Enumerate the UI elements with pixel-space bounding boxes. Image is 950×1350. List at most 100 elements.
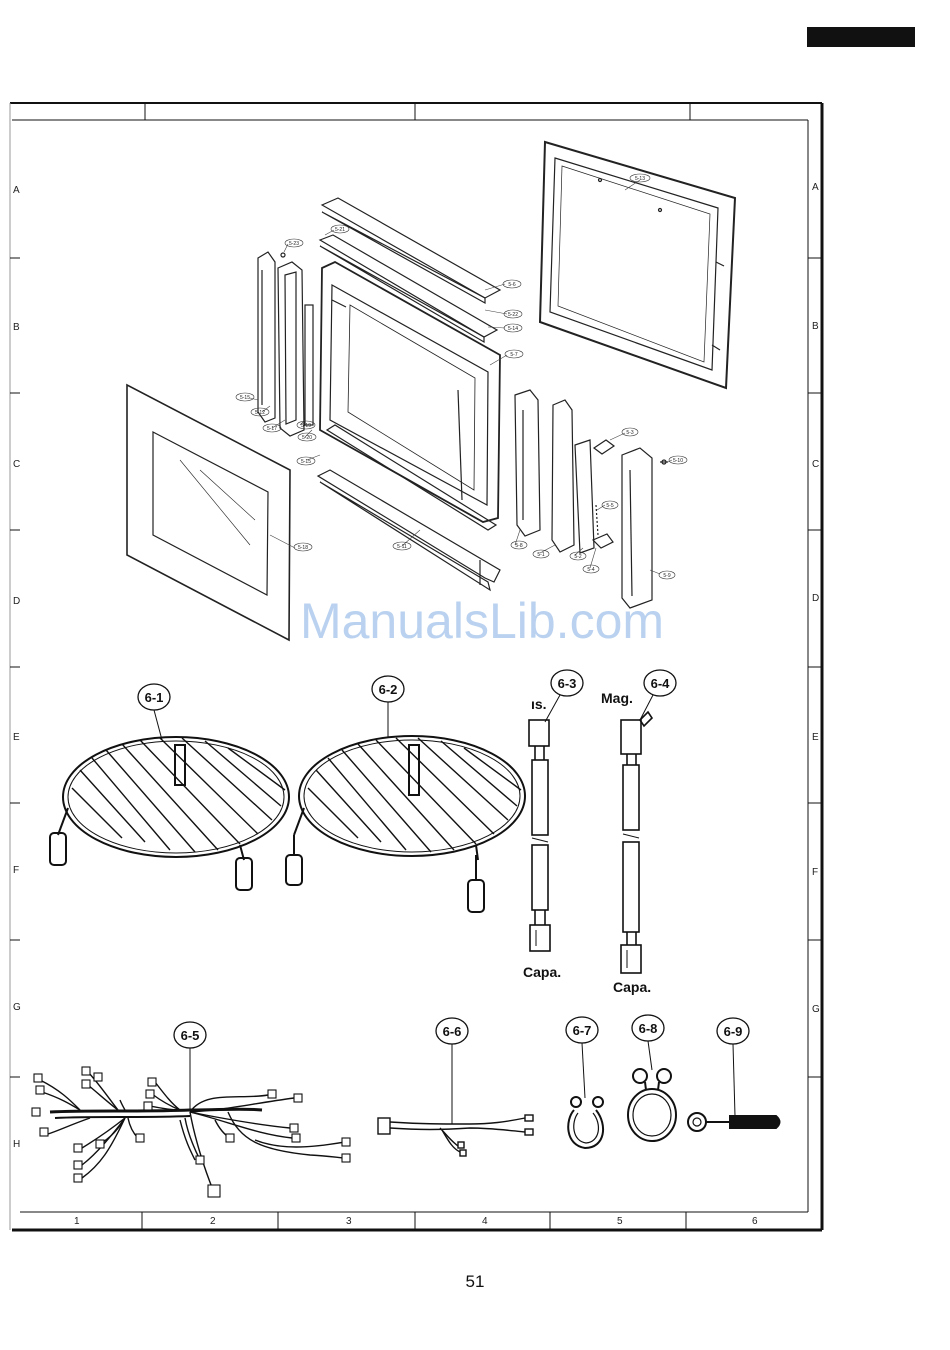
svg-text:6-1: 6-1 <box>145 690 164 705</box>
row-letter: D <box>812 593 819 604</box>
drawing-frame <box>10 103 822 1230</box>
callout-6-6: 6-6 <box>436 1018 468 1124</box>
callout: 5-17 <box>263 424 281 432</box>
svg-text:6-8: 6-8 <box>639 1021 658 1036</box>
svg-text:5-5: 5-5 <box>606 503 613 509</box>
callout: 5-13 <box>630 174 650 182</box>
section-tab <box>807 27 915 47</box>
svg-text:5-21: 5-21 <box>335 227 345 233</box>
svg-text:5-9: 5-9 <box>663 573 670 579</box>
svg-text:5-13: 5-13 <box>635 176 645 182</box>
svg-text:6-5: 6-5 <box>181 1028 200 1043</box>
callout-6-7: 6-7 <box>566 1017 598 1098</box>
right-latch-parts <box>515 390 668 608</box>
callout: 5-2 <box>570 552 586 560</box>
svg-text:5-6: 5-6 <box>508 282 515 288</box>
row-letter: C <box>13 459 20 470</box>
row-letter: B <box>13 322 20 333</box>
row-letter: F <box>13 865 19 876</box>
row-letter: G <box>812 1004 820 1015</box>
svg-text:6-7: 6-7 <box>573 1023 592 1038</box>
callout-6-3: 6-3 <box>545 670 583 722</box>
column-numbers: 1 2 3 4 5 6 <box>74 1216 758 1227</box>
svg-text:5-2: 5-2 <box>574 554 581 560</box>
callout-6-5: 6-5 <box>174 1022 206 1110</box>
svg-text:5-11: 5-11 <box>397 544 407 550</box>
door-glass-panel <box>127 385 290 640</box>
svg-text:6-3: 6-3 <box>558 676 577 691</box>
svg-text:5-10: 5-10 <box>673 458 683 464</box>
callout: 5-5 <box>602 501 618 509</box>
callout: 5-9 <box>659 571 675 579</box>
row-letter: C <box>812 459 819 470</box>
svg-text:5-4: 5-4 <box>587 567 594 573</box>
wire-lead-6-6 <box>378 1115 533 1156</box>
callout: 5-14 <box>504 324 522 332</box>
clamp-6-7 <box>568 1097 603 1148</box>
svg-text:6-2: 6-2 <box>379 682 398 697</box>
callout: 5-15 <box>297 457 315 465</box>
svg-text:5-12: 5-12 <box>255 410 265 416</box>
choke-strips <box>320 198 500 342</box>
callout-6-2: 6-2 <box>372 676 404 738</box>
svg-text:6-4: 6-4 <box>651 676 671 691</box>
row-letter: A <box>13 185 20 196</box>
wire-harness-6-5 <box>32 1067 350 1197</box>
left-hinge-parts <box>258 252 313 436</box>
callout: 5-23 <box>285 239 303 247</box>
row-letters-right: A B C D E F G <box>812 182 820 1015</box>
callout: 5-20 <box>298 433 316 441</box>
row-letter: E <box>812 732 819 743</box>
door-assembly <box>127 142 735 640</box>
row-letter: B <box>812 321 819 332</box>
callout: 5-21 <box>331 225 349 233</box>
row-letter: H <box>13 1139 20 1150</box>
callout: 5-3 <box>622 428 638 436</box>
callout: 5-8 <box>511 541 527 549</box>
fuse-label-top: Mag. <box>601 690 633 706</box>
svg-text:5-14: 5-14 <box>508 326 518 332</box>
svg-text:5-15: 5-15 <box>301 459 311 465</box>
row-letter: A <box>812 182 819 193</box>
callout: 5-15 <box>236 393 254 401</box>
rack-6-1 <box>50 737 289 890</box>
callout: 5-7 <box>505 350 523 358</box>
svg-text:5-23: 5-23 <box>289 241 299 247</box>
column-number: 5 <box>617 1216 623 1227</box>
row-letter: G <box>13 1002 21 1013</box>
svg-text:5-8: 5-8 <box>515 543 522 549</box>
svg-text:5-19: 5-19 <box>301 423 311 429</box>
row-letter: E <box>13 732 20 743</box>
callout: 5-4 <box>583 565 599 573</box>
row-letter: D <box>13 596 20 607</box>
fuse-label-top: ıs. <box>531 696 547 712</box>
column-number: 4 <box>482 1216 488 1227</box>
fuse-label-bottom: Capa. <box>613 979 651 995</box>
callout: 5-12 <box>251 408 269 416</box>
page-number: 51 <box>0 1272 950 1292</box>
svg-text:5-20: 5-20 <box>302 435 312 441</box>
svg-text:6-6: 6-6 <box>443 1024 462 1039</box>
column-number: 2 <box>210 1216 216 1227</box>
rack-6-2 <box>286 736 525 912</box>
svg-text:5-3: 5-3 <box>626 430 633 436</box>
terminal-6-9 <box>688 1113 780 1131</box>
fuse-label-bottom: Capa. <box>523 964 561 980</box>
door-panel <box>320 262 500 522</box>
column-number: 6 <box>752 1216 758 1227</box>
callout-6-8: 6-8 <box>632 1015 664 1070</box>
callout: 5-18 <box>294 543 312 551</box>
callout: 5-11 <box>393 542 411 550</box>
callout: 5-1 <box>533 550 549 558</box>
svg-text:5-17: 5-17 <box>267 426 277 432</box>
fuse-lead-6-4 <box>621 712 652 973</box>
svg-text:5-1: 5-1 <box>537 552 544 558</box>
watermark: ManualsLib.com <box>300 593 664 649</box>
fuse-lead-6-3 <box>529 720 550 951</box>
svg-text:6-9: 6-9 <box>724 1024 743 1039</box>
svg-text:5-15: 5-15 <box>240 395 250 401</box>
callout-6-9: 6-9 <box>717 1018 749 1116</box>
callout: 5-6 <box>503 280 521 288</box>
